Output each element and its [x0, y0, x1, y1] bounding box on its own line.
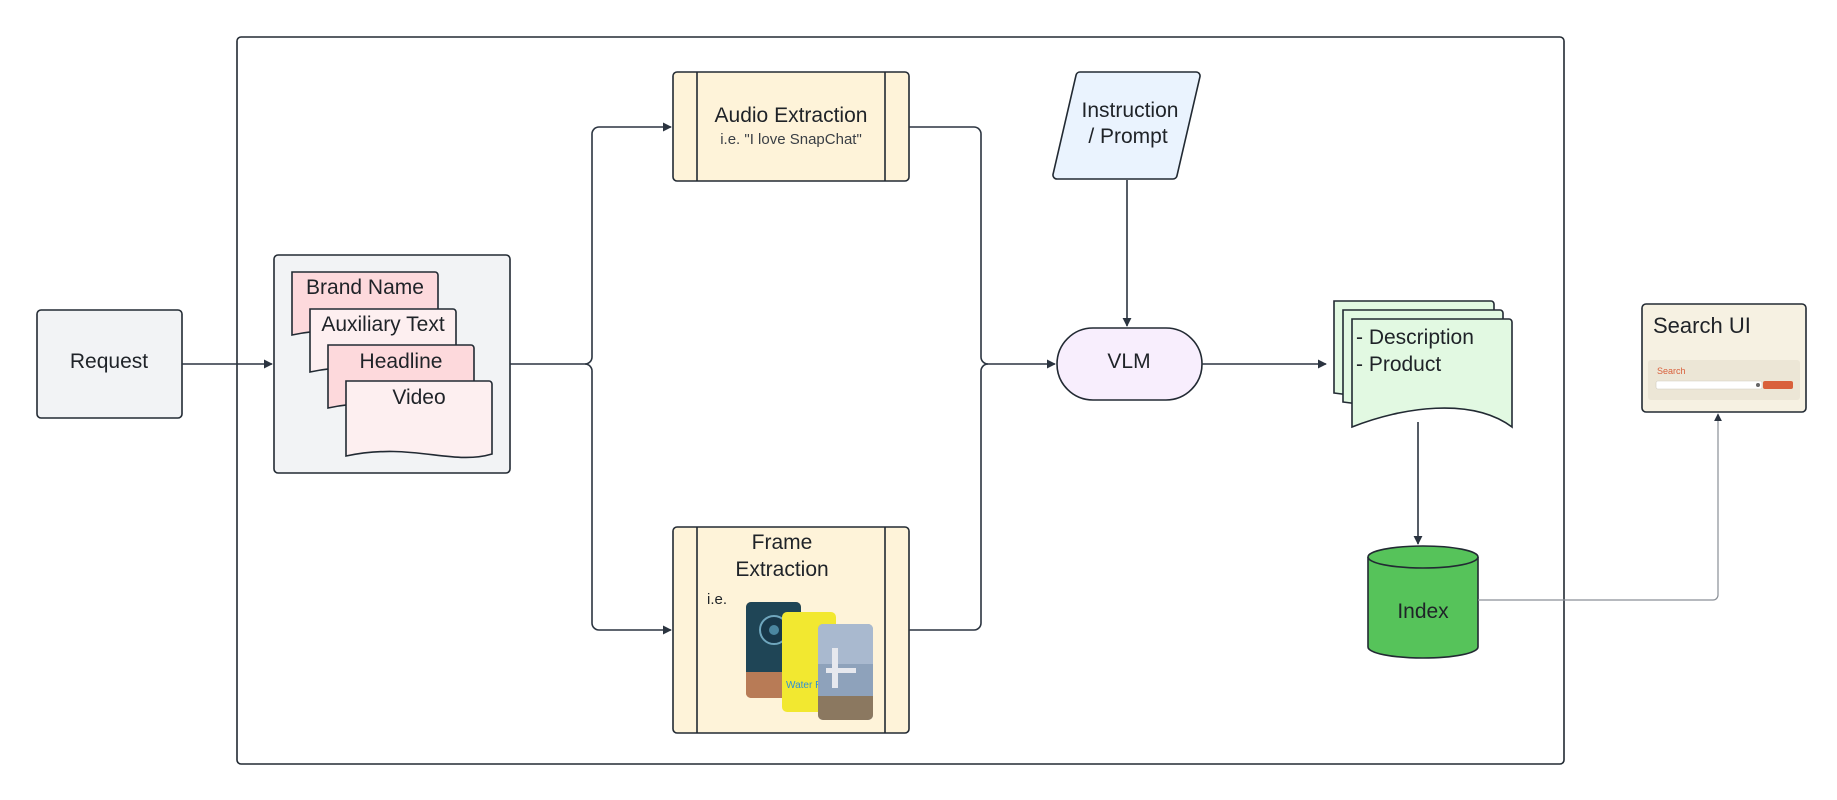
doc-auxiliary-text-label: Auxiliary Text: [321, 313, 444, 336]
audio-extraction-title: Audio Extraction: [715, 104, 868, 127]
request-label: Request: [70, 350, 148, 373]
doc-video: Video: [345, 380, 493, 459]
frame-extraction-node: Frame Extraction i.e. Water Resista: [672, 526, 910, 734]
edge-inputs-to-audio: [510, 122, 672, 365]
audio-extraction-node: Audio Extraction i.e. "I love SnapChat": [672, 71, 910, 182]
doc-video-label: Video: [392, 386, 445, 409]
search-ui-preview: Search: [1648, 360, 1800, 400]
vlm-node: VLM: [1056, 327, 1203, 401]
edge-index-to-search-ui: [1478, 413, 1722, 601]
request-node: Request: [36, 309, 183, 419]
search-ui-mini-label: Search: [1657, 366, 1686, 376]
frame-extraction-title-1: Frame: [752, 531, 813, 554]
edge-frame-to-vlm: [909, 363, 989, 631]
doc-brand-name-label: Brand Name: [306, 276, 424, 299]
search-ui-mini-input: [1655, 380, 1763, 390]
output-description: - Description: [1356, 326, 1474, 349]
frame-thumbnail-2-text: Water Resista: [786, 680, 849, 691]
search-ui-mini-button: [1763, 381, 1793, 389]
frame-extraction-title-2: Extraction: [735, 558, 828, 581]
frame-extraction-ie: i.e.: [707, 591, 727, 608]
inputs-container: Brand Name Auxiliary Text Headline Video: [273, 254, 511, 474]
index-label: Index: [1397, 600, 1449, 623]
output-documents-node: - Description - Product: [1333, 300, 1513, 429]
pipeline-frame: [236, 36, 1565, 765]
doc-headline-label: Headline: [360, 350, 443, 373]
vlm-label: VLM: [1107, 350, 1150, 373]
instruction-prompt-line-2: / Prompt: [1088, 125, 1168, 148]
instruction-prompt-line-1: Instruction: [1082, 99, 1179, 122]
edge-audio-to-vlm: [909, 126, 1056, 369]
search-ui-mini-clear-icon: [1756, 383, 1760, 387]
connectors: [182, 122, 1722, 635]
search-ui-node: Search UI Search: [1641, 303, 1807, 413]
frame-thumbnail-3: [818, 624, 873, 720]
instruction-prompt-node: Instruction / Prompt: [1052, 71, 1201, 180]
index-database-node: Index: [1367, 545, 1479, 659]
output-product: - Product: [1356, 353, 1441, 376]
search-ui-title: Search UI: [1653, 313, 1751, 338]
audio-extraction-example: i.e. "I love SnapChat": [720, 131, 862, 148]
edge-inputs-to-frame: [584, 363, 672, 635]
